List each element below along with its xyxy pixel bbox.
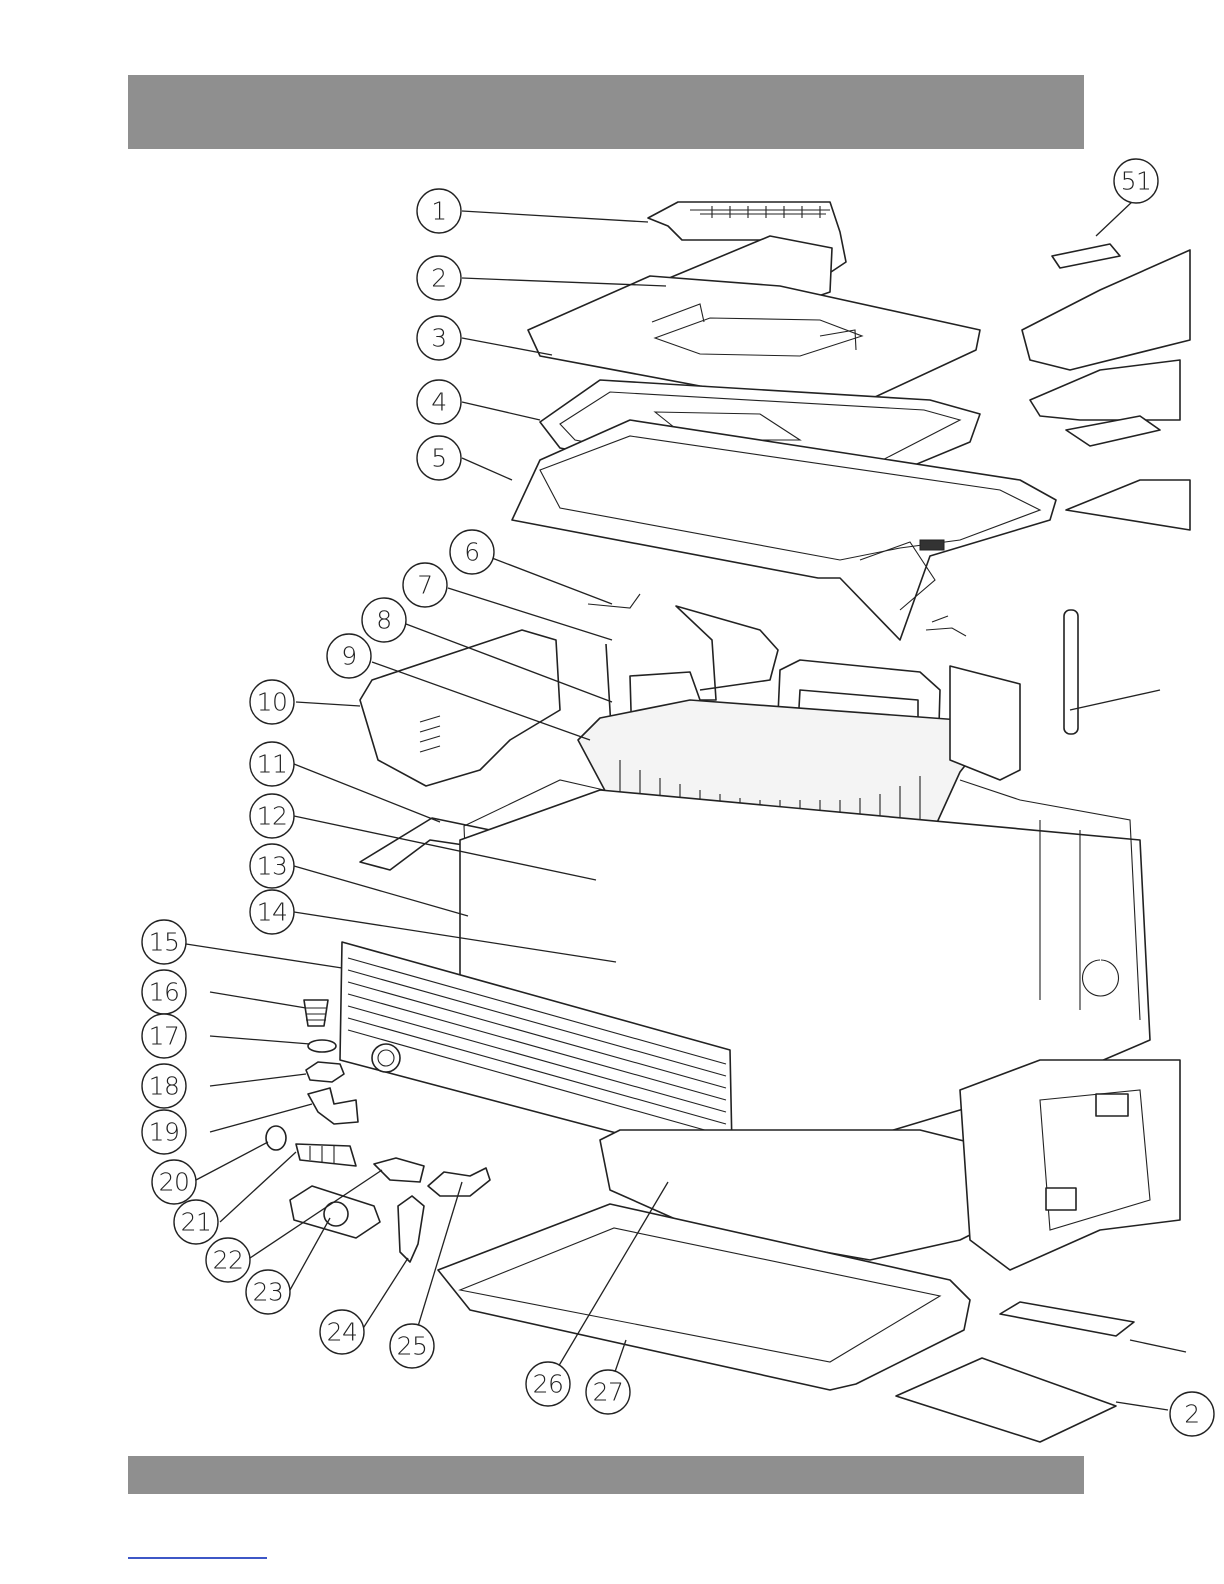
callout-3: 3	[417, 316, 461, 360]
callout-11: 11	[250, 742, 294, 786]
callout-number: 22	[213, 1246, 244, 1275]
callout-number: 15	[149, 928, 180, 957]
callout-20: 20	[152, 1160, 196, 1204]
callout-23: 23	[246, 1270, 290, 1314]
callout-2: 2	[417, 256, 461, 300]
callout-number: 19	[149, 1118, 180, 1147]
callout-number: 11	[257, 750, 288, 779]
callout-number: 1	[431, 197, 446, 226]
callout-number: 4	[431, 388, 446, 417]
part-10-side-panel	[360, 630, 560, 786]
callout-number: 27	[593, 1378, 624, 1407]
callout-number: 26	[533, 1370, 564, 1399]
callout-19: 19	[142, 1110, 186, 1154]
callout-number: 2	[431, 264, 446, 293]
callout-9: 9	[327, 634, 371, 678]
part-18-nut	[306, 1062, 344, 1082]
callout-8: 8	[362, 598, 406, 642]
callout-26: 26	[526, 1362, 570, 1406]
part-17-washer	[308, 1040, 336, 1052]
callout-14: 14	[250, 890, 294, 934]
callout-12: 12	[250, 794, 294, 838]
callout-number: 6	[464, 538, 479, 567]
callout-number: 17	[149, 1022, 180, 1051]
callout-17: 17	[142, 1014, 186, 1058]
callout-10: 10	[250, 680, 294, 724]
callout-25: 25	[390, 1324, 434, 1368]
callout-number: 20	[159, 1168, 190, 1197]
callout-15: 15	[142, 920, 186, 964]
callout-22: 22	[206, 1238, 250, 1282]
parts-group	[266, 202, 1190, 1442]
callout-7: 7	[403, 563, 447, 607]
callout-number: 5	[431, 444, 446, 473]
callout-number: 21	[181, 1208, 212, 1237]
callout-5: 5	[417, 436, 461, 480]
callout-number: 25	[397, 1332, 428, 1361]
part-19-elbow	[308, 1088, 358, 1124]
callout-number: 51	[1121, 167, 1152, 196]
callout-27: 27	[586, 1370, 630, 1414]
callout-number: 8	[376, 606, 391, 635]
callout-16: 16	[142, 970, 186, 1014]
part-20-ring	[266, 1126, 286, 1150]
callout-number: 10	[257, 688, 288, 717]
callout-1: 1	[417, 189, 461, 233]
callout-number: 14	[257, 898, 288, 927]
part-16-fitting	[304, 1000, 328, 1026]
callout-number: 12	[257, 802, 288, 831]
callout-number: 16	[149, 978, 180, 1007]
callout-number: 18	[149, 1072, 180, 1101]
callout-number: 2	[1184, 1400, 1199, 1429]
callout-number: 24	[327, 1318, 358, 1347]
callout-13: 13	[250, 844, 294, 888]
callout-24: 24	[320, 1310, 364, 1354]
callout-21: 21	[174, 1200, 218, 1244]
callout-number: 23	[253, 1278, 284, 1307]
callout-number: 9	[341, 642, 356, 671]
callout-number: 7	[417, 571, 432, 600]
callout-number: 3	[431, 324, 446, 353]
part-21-hose-tail	[296, 1144, 356, 1166]
callout-6: 6	[450, 530, 494, 574]
callout-28: 51	[1114, 159, 1158, 203]
callout-18: 18	[142, 1064, 186, 1108]
callout-29: 2	[1170, 1392, 1214, 1436]
part-5-upper-housing	[512, 420, 1056, 640]
part-24-handle	[398, 1196, 424, 1262]
callout-number: 13	[257, 852, 288, 881]
callout-4: 4	[417, 380, 461, 424]
